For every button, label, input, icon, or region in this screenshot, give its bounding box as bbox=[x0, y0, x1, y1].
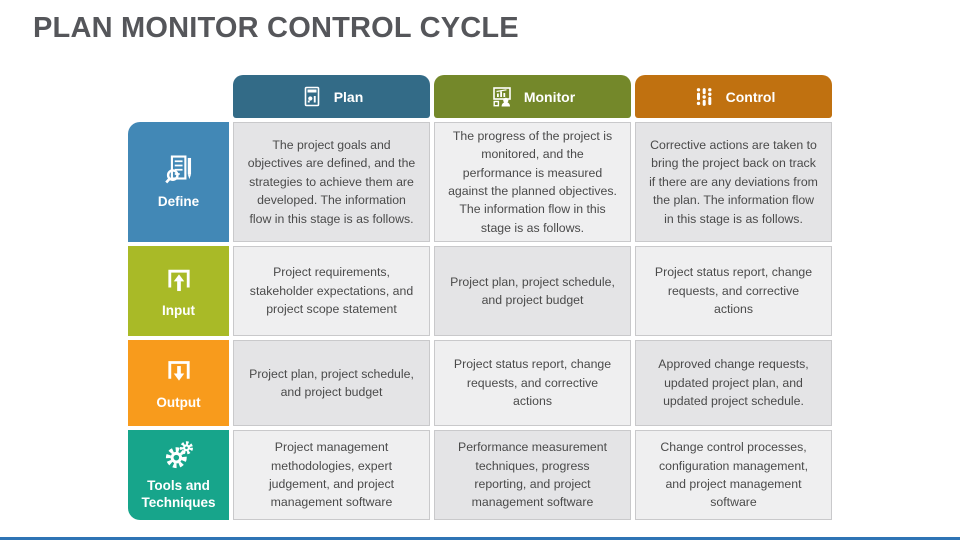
cell-text: Performance measurement techniques, prog… bbox=[458, 440, 607, 510]
cell-text: Change control processes, configuration … bbox=[658, 440, 809, 510]
cell-text: Project plan, project schedule, and proj… bbox=[249, 366, 414, 399]
cell-text: Project plan, project schedule, and proj… bbox=[450, 274, 615, 307]
row-header-output: Output bbox=[128, 340, 229, 426]
cell-input-monitor: Project plan, project schedule, and proj… bbox=[434, 246, 631, 336]
gears-icon bbox=[163, 439, 195, 471]
cell-tools-plan: Project management methodologies, expert… bbox=[233, 430, 430, 520]
row-header-label: Define bbox=[157, 194, 200, 210]
cell-text: Corrective actions are taken to bring th… bbox=[649, 137, 818, 226]
cell-define-plan: The project goals and objectives are def… bbox=[233, 122, 430, 242]
plan-monitor-control-matrix: Plan Monitor bbox=[128, 75, 832, 520]
arrow-down-bracket-icon bbox=[162, 354, 196, 388]
cell-tools-monitor: Performance measurement techniques, prog… bbox=[434, 430, 631, 520]
row-header-input: Input bbox=[128, 246, 229, 336]
cell-tools-control: Change control processes, configuration … bbox=[635, 430, 832, 520]
cell-text: Approved change requests, updated projec… bbox=[658, 357, 809, 409]
column-header-label: Monitor bbox=[523, 88, 576, 105]
cell-text: The project goals and objectives are def… bbox=[247, 137, 416, 226]
magnifier-document-pencil-icon bbox=[162, 153, 196, 187]
plan-document-chart-icon bbox=[300, 85, 324, 109]
cell-text: Project requirements, stakeholder expect… bbox=[249, 265, 414, 317]
sliders-dots-icon bbox=[692, 85, 716, 109]
cell-text: Project status report, change requests, … bbox=[654, 265, 813, 317]
cell-text: The progress of the project is monitored… bbox=[448, 128, 617, 235]
row-header-label: Tools and Techniques bbox=[141, 477, 216, 510]
page-title: PLAN MONITOR CONTROL CYCLE bbox=[33, 12, 519, 44]
bottom-accent-line bbox=[0, 537, 960, 540]
column-header-control: Control bbox=[635, 75, 832, 118]
corner-spacer bbox=[128, 75, 229, 118]
cell-output-monitor: Project status report, change requests, … bbox=[434, 340, 631, 426]
column-header-plan: Plan bbox=[233, 75, 430, 118]
cell-output-control: Approved change requests, updated projec… bbox=[635, 340, 832, 426]
column-header-label: Plan bbox=[333, 88, 364, 105]
cell-output-plan: Project plan, project schedule, and proj… bbox=[233, 340, 430, 426]
arrow-up-bracket-icon bbox=[162, 262, 196, 296]
cell-define-monitor: The progress of the project is monitored… bbox=[434, 122, 631, 242]
row-header-label: Output bbox=[156, 395, 201, 411]
cell-input-control: Project status report, change requests, … bbox=[635, 246, 832, 336]
cell-text: Project management methodologies, expert… bbox=[268, 440, 395, 510]
monitor-person-chart-icon bbox=[490, 85, 514, 109]
cell-text: Project status report, change requests, … bbox=[453, 357, 612, 409]
cell-input-plan: Project requirements, stakeholder expect… bbox=[233, 246, 430, 336]
row-header-define: Define bbox=[128, 122, 229, 242]
cell-define-control: Corrective actions are taken to bring th… bbox=[635, 122, 832, 242]
column-header-label: Control bbox=[725, 88, 776, 105]
column-header-monitor: Monitor bbox=[434, 75, 631, 118]
row-header-label: Input bbox=[162, 303, 195, 319]
row-header-tools-and-techniques: Tools and Techniques bbox=[128, 430, 229, 520]
